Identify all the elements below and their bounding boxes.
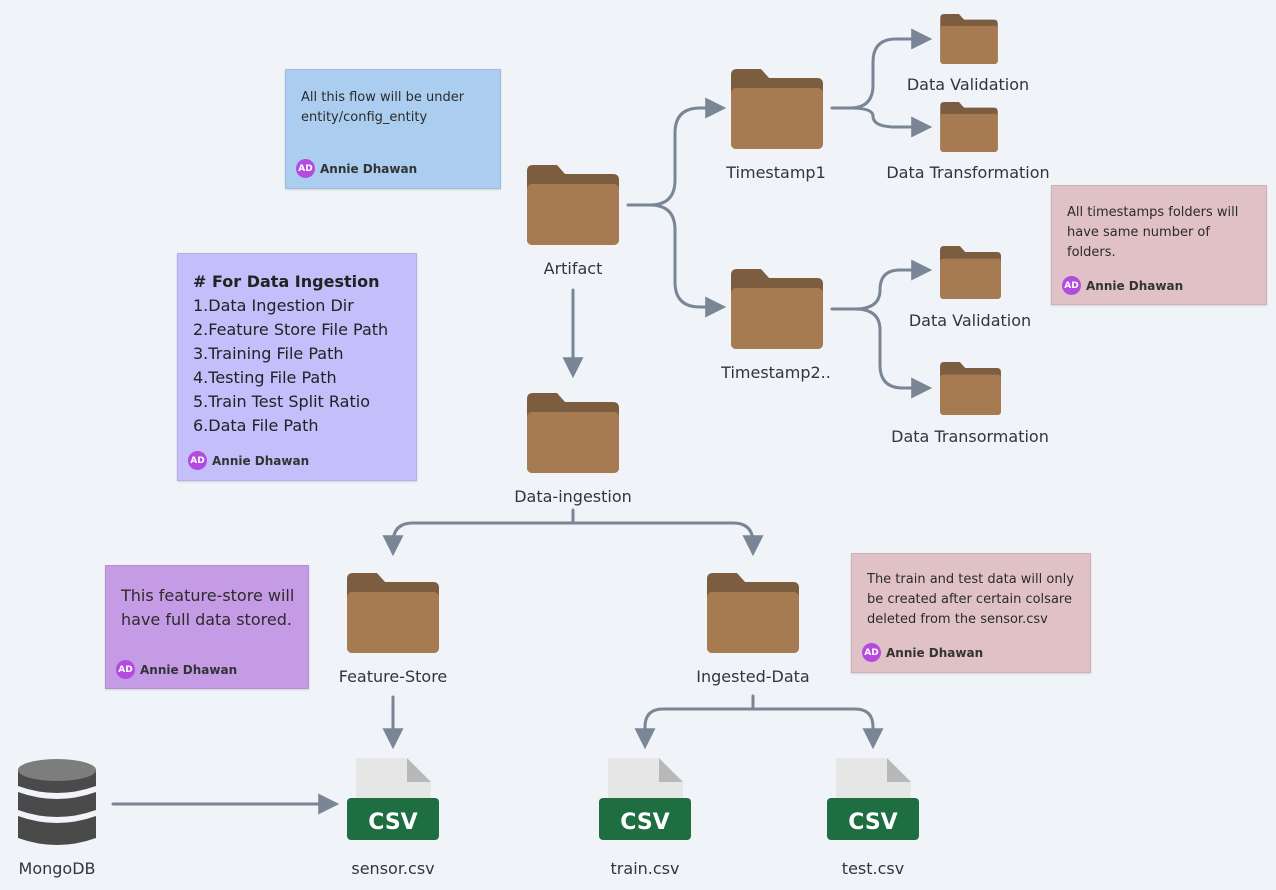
- note-timestamps-author: AD Annie Dhawan: [1062, 276, 1183, 295]
- ts1-validation-label: Data Validation: [906, 75, 1030, 94]
- csv-file-icon-train: CSV: [599, 758, 691, 840]
- csv-file-icon-sensor: CSV: [347, 758, 439, 840]
- ingestion-title: # For Data Ingestion: [193, 272, 380, 291]
- note-train-test-text: The train and test data will only be cre…: [867, 572, 1074, 627]
- avatar: AD: [296, 159, 315, 178]
- note-config-text: All this flow will be under entity/confi…: [301, 90, 465, 125]
- folder-icon-timestamp2: [731, 269, 823, 349]
- author-name: Annie Dhawan: [140, 662, 238, 677]
- author-name: Annie Dhawan: [1086, 278, 1184, 293]
- test-csv-label: test.csv: [841, 859, 905, 878]
- author-name: Annie Dhawan: [886, 645, 984, 660]
- folder-icon-ingested-data: [707, 573, 799, 653]
- note-config[interactable]: All this flow will be under entity/confi…: [285, 69, 501, 189]
- csv-badge-test: CSV: [848, 810, 897, 835]
- note-ingestion[interactable]: # For Data Ingestion 1.Data Ingestion Di…: [177, 253, 417, 481]
- note-train-test-author: AD Annie Dhawan: [862, 643, 983, 662]
- edge-artifact-timestamp1: [626, 97, 727, 207]
- ingestion-list: # For Data Ingestion 1.Data Ingestion Di…: [193, 270, 388, 438]
- folder-icon-feature-store: [347, 573, 439, 653]
- data-ingestion-label: Data-ingestion: [514, 487, 632, 506]
- edge-ingested-test: [751, 707, 884, 750]
- csv-badge-sensor: CSV: [368, 810, 417, 835]
- ingestion-item: 3.Training File Path: [193, 344, 344, 363]
- folder-icon-ts1-validation: [940, 14, 998, 64]
- folder-icon-timestamp1: [731, 69, 823, 149]
- csv-file-icon-test: CSV: [827, 758, 919, 840]
- avatar: AD: [862, 643, 881, 662]
- timestamp1-label: Timestamp1: [726, 163, 826, 182]
- avatar: AD: [188, 451, 207, 470]
- train-csv-label: train.csv: [610, 859, 680, 878]
- timestamp2-label: Timestamp2..: [721, 363, 831, 382]
- edge-ts1-transformation: [848, 106, 933, 138]
- note-ingestion-author: AD Annie Dhawan: [188, 451, 309, 470]
- ingestion-item: 4.Testing File Path: [193, 368, 337, 387]
- folder-icon-data-ingestion: [527, 393, 619, 473]
- ingested-data-label: Ingested-Data: [696, 667, 810, 686]
- note-feature-store-author: AD Annie Dhawan: [116, 660, 237, 679]
- folder-icon-ts1-transformation: [940, 102, 998, 152]
- author-name: Annie Dhawan: [212, 453, 310, 468]
- ts2-validation-label: Data Validation: [908, 311, 1032, 330]
- ts1-transformation-label: Data Transformation: [886, 163, 1050, 182]
- folder-icon-ts2-validation: [940, 246, 1001, 299]
- avatar: AD: [116, 660, 135, 679]
- avatar: AD: [1062, 276, 1081, 295]
- edge-ingestion-ingested: [571, 521, 764, 557]
- ingestion-item: 2.Feature Store File Path: [193, 320, 389, 339]
- ingestion-item: 5.Train Test Split Ratio: [193, 392, 370, 411]
- note-feature-store[interactable]: This feature-store will have full data s…: [105, 565, 309, 689]
- folder-icon-ts2-transformation: [940, 362, 1001, 415]
- ingestion-item: 6.Data File Path: [193, 416, 319, 435]
- csv-badge-train: CSV: [620, 810, 669, 835]
- edge-ts2-validation: [830, 259, 933, 311]
- edge-ingestion-featurestore: [382, 508, 575, 557]
- note-feature-store-text: This feature-store will have full data s…: [121, 586, 295, 629]
- note-timestamps-text: All timestamps folders will have same nu…: [1067, 205, 1239, 260]
- ingestion-item: 1.Data Ingestion Dir: [193, 296, 354, 315]
- feature-store-label: Feature-Store: [338, 667, 448, 686]
- ts2-transformation-label: Data Transormation: [891, 427, 1049, 446]
- edge-artifact-timestamp2: [648, 203, 727, 318]
- edge-ts2-transformation: [853, 307, 933, 399]
- note-config-author: AD Annie Dhawan: [296, 159, 417, 178]
- author-name: Annie Dhawan: [320, 161, 418, 176]
- sensor-csv-label: sensor.csv: [351, 859, 435, 878]
- note-timestamps[interactable]: All timestamps folders will have same nu…: [1051, 185, 1267, 305]
- edge-ingested-train: [634, 694, 755, 750]
- note-train-test[interactable]: The train and test data will only be cre…: [851, 553, 1091, 673]
- mongodb-label: MongoDB: [18, 859, 96, 878]
- artifact-label: Artifact: [543, 259, 603, 278]
- folder-icon-artifact: [527, 165, 619, 245]
- database-icon: [18, 759, 96, 845]
- edge-ts1-validation: [830, 28, 933, 110]
